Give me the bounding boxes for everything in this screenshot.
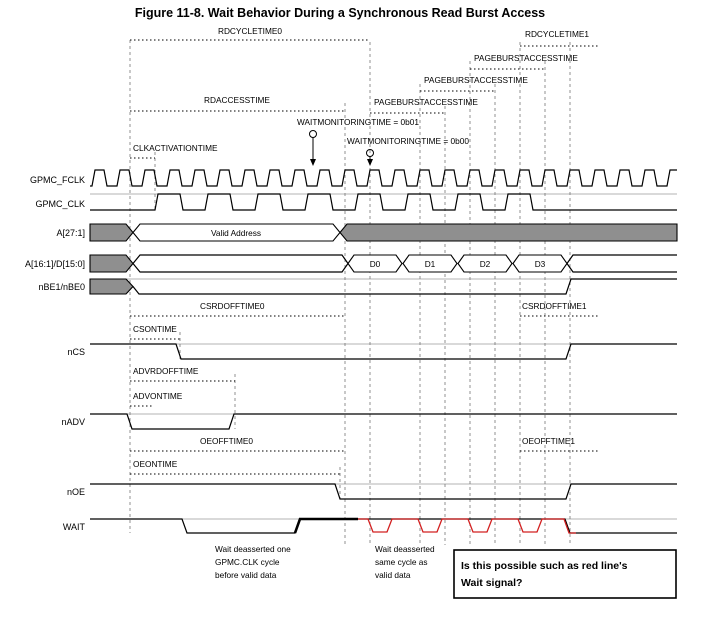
annotation-wait2-line3: valid data [375,570,411,580]
wait-wave [90,518,677,534]
label-oeontime: OEONTIME [133,459,178,469]
data-bus-rails-left [132,254,349,273]
address-bus-invalid-left [89,223,134,242]
dotted-timing-spans [130,39,598,475]
wait-wave-bold-segment [293,517,358,534]
signal-label-address-bus: A[27:1] [56,228,85,238]
wait-wave-red-alternative [358,518,576,534]
signal-label-addr-data-bus: A[16:1]/D[15:0] [25,259,85,269]
question-line1: Is this possible such as red line's [461,560,628,572]
label-pageburstaccesstime-1: PAGEBURSTACCESSTIME [474,53,578,63]
question-callout: Is this possible such as red line's Wait… [453,549,677,599]
label-csrdofftime0: CSRDOFFTIME0 [200,301,265,311]
waitmonitoring-0b00-marker [366,149,374,166]
dashed-gridlines [129,40,571,545]
data-word-d0-label: D0 [370,259,381,269]
annotation-wait2-line2: same cycle as [375,557,428,567]
data-word-d1-label: D1 [425,259,436,269]
label-waitmonitoringtime-0b01: WAITMONITORINGTIME = 0b01 [297,117,419,127]
data-word-d2-label: D2 [480,259,491,269]
label-csontime: CSONTIME [133,324,177,334]
label-rdcycletime0: RDCYCLETIME0 [218,26,282,36]
figure-title: Figure 11-8. Wait Behavior During a Sync… [135,6,545,20]
label-rdcycletime1: RDCYCLETIME1 [525,29,589,39]
label-pageburstaccesstime-3: PAGEBURSTACCESSTIME [374,97,478,107]
ncs-wave [90,343,677,360]
label-advontime: ADVONTIME [133,391,183,401]
gpmc-clk-wave [90,193,677,211]
question-box [453,549,677,599]
label-waitmonitoringtime-0b00: WAITMONITORINGTIME = 0b00 [347,136,469,146]
gray-reference-rails [90,193,677,520]
annotation-wait2-line1: Wait deasserted [375,544,435,554]
data-word-d3-label: D3 [535,259,546,269]
signal-label-wait: WAIT [63,522,86,532]
data-word-d1-bubble [402,254,458,273]
signal-label-gpmc-clk: GPMC_CLK [35,199,85,209]
signal-label-nadv: nADV [61,417,85,427]
label-oeofftime0: OEOFFTIME0 [200,436,253,446]
data-word-d2-bubble [457,254,513,273]
signal-label-noe: nOE [67,487,85,497]
nadv-wave [90,413,677,430]
label-rdaccesstime: RDACCESSTIME [204,95,270,105]
annotation-wait1-line3: before valid data [215,570,277,580]
annotation-wait-deasserted-before: Wait deasserted one GPMC.CLK cycle befor… [215,544,291,580]
valid-address-label: Valid Address [211,228,261,238]
noe-wave [90,483,677,500]
label-pageburstaccesstime-2: PAGEBURSTACCESSTIME [424,75,528,85]
label-advrdofftime: ADVRDOFFTIME [133,366,199,376]
annotation-wait1-line1: Wait deasserted one [215,544,291,554]
gpmc-fclk-wave [90,169,677,187]
address-bus-invalid-right [339,223,678,242]
signal-label-nbe: nBE1/nBE0 [38,282,85,292]
annotation-wait-deasserted-same-cycle: Wait deasserted same cycle as valid data [375,544,435,580]
data-word-d0-bubble [347,254,403,273]
label-clkactivationtime: CLKACTIVATIONTIME [133,143,218,153]
signal-label-ncs: nCS [67,347,85,357]
data-bus-invalid-left [89,254,134,273]
nbe-wave [132,278,677,295]
signal-label-gpmc-fclk: GPMC_FCLK [30,175,85,185]
label-csrdofftime1: CSRDOFFTIME1 [522,301,587,311]
data-bus-rails-right [566,254,677,273]
label-oeofftime1: OEOFFTIME1 [522,436,575,446]
waitmonitoring-0b01-marker [309,130,317,166]
nbe-invalid-left [89,278,134,295]
question-line2: Wait signal? [461,577,522,589]
annotation-wait1-line2: GPMC.CLK cycle [215,557,280,567]
